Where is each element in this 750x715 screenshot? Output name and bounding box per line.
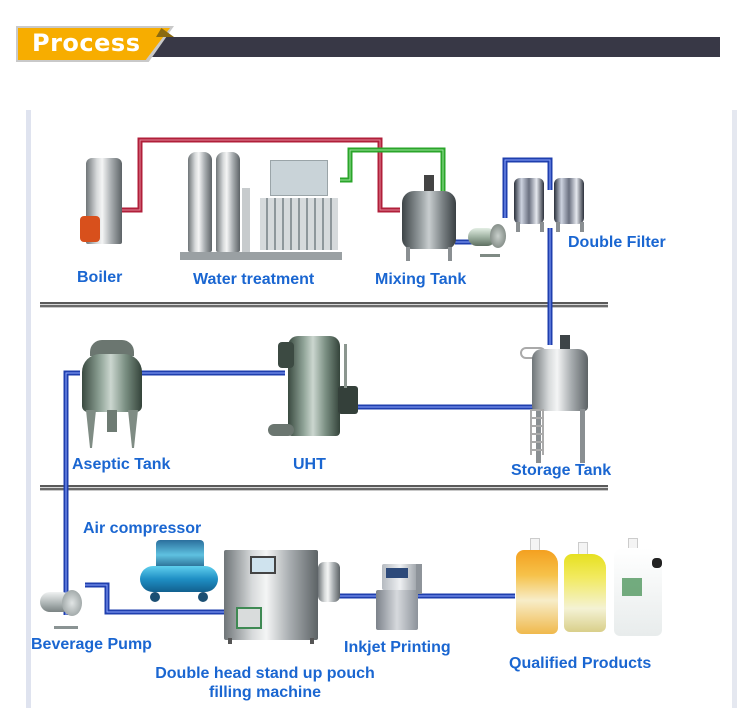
double-filter-icon [512,172,588,234]
spout-pouch-products-icon [512,538,668,638]
transfer-pump-icon [468,222,508,258]
stage-label-air-compressor: Air compressor [83,520,202,537]
uht-sterilizer-icon [268,334,364,446]
stage-label-beverage-pump: Beverage Pump [31,636,152,653]
page-title: Process [32,29,141,57]
stage-label-double-filter: Double Filter [568,234,666,251]
stage-label-aseptic-tank: Aseptic Tank [72,456,171,473]
stage-label-filling-machine: Double head stand up pouch filling machi… [140,664,390,702]
inkjet-printer-icon [372,564,436,636]
water-treatment-icon [180,148,345,263]
stage-label-mixing-tank: Mixing Tank [375,271,467,288]
aseptic-tank-icon [80,340,144,450]
stage-label-uht: UHT [293,456,326,473]
filling-machine-icon [222,550,346,646]
header-bar [150,37,720,57]
beverage-pump-icon [40,588,86,630]
filling-machine-label-line2: filling machine [208,684,321,701]
stage-label-boiler: Boiler [77,269,123,286]
air-compressor-icon [140,540,220,604]
stage-label-water-treatment: Water treatment [193,271,315,288]
storage-tank-icon [520,335,590,465]
row-separator [40,485,608,491]
header-tab [18,28,170,60]
stage-label-storage-tank: Storage Tank [511,462,612,479]
stage-label-inkjet-printing: Inkjet Printing [344,639,451,656]
filling-machine-label-line1: Double head stand up pouch [155,665,375,682]
row-separator [40,302,608,308]
boiler-icon [80,158,125,248]
header-tab-notch [156,28,174,37]
stage-label-qualified-products: Qualified Products [509,655,652,672]
mixing-tank-icon [400,175,460,265]
